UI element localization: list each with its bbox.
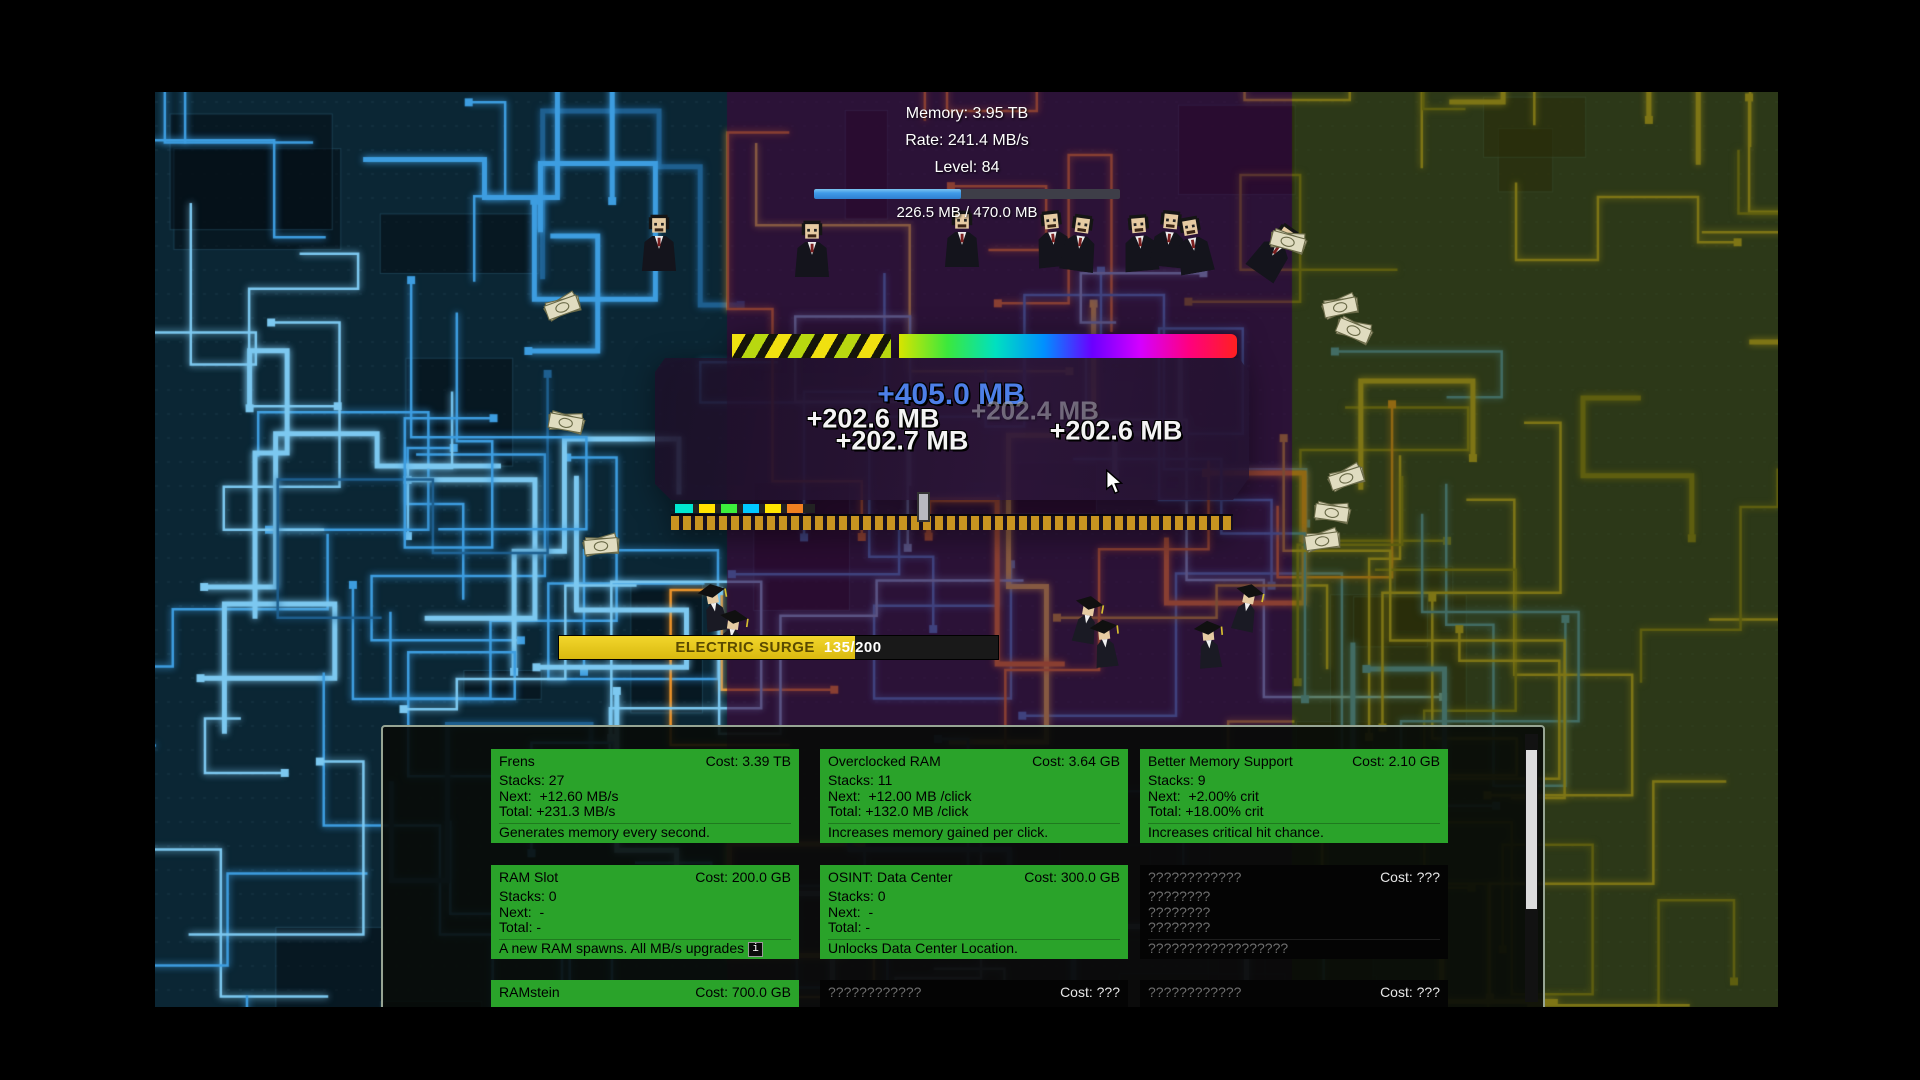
upgrade-card[interactable]: Better Memory Support Cost: 2.10 GB Stac… (1140, 749, 1448, 843)
electric-surge-text: ELECTRIC SURGE 135/200 (559, 636, 998, 659)
upgrade-card[interactable]: RAMstein Cost: 700.0 GB (491, 980, 799, 1007)
upgrade-cost: Cost: 200.0 GB (695, 869, 791, 885)
upgrade-stat-line: Next: +12.00 MB /click (828, 787, 972, 804)
upgrade-stat-line: Total: +231.3 MB/s (499, 803, 616, 819)
upgrade-cost: Cost: 3.39 TB (705, 753, 791, 769)
upgrade-stat-line: Next: +2.00% crit (1148, 787, 1259, 804)
damage-floater: +202.4 MB (971, 395, 1099, 426)
upgrade-name: RAMstein (499, 984, 560, 1000)
upgrade-description: Generates memory every second. (499, 823, 791, 841)
electric-surge-label: ELECTRIC SURGE (675, 639, 815, 656)
damage-floater: +202.6 MB (1049, 415, 1183, 446)
upgrade-stat-line: Total: - (828, 919, 871, 935)
upgrade-stats: ???????????????????????? (1148, 888, 1440, 936)
upgrade-cost: Cost: 300.0 GB (1024, 869, 1120, 885)
upgrade-cost: Cost: 2.10 GB (1352, 753, 1440, 769)
upgrade-card-head: ???????????? Cost: ??? (1148, 867, 1440, 887)
upgrade-card-head: RAMstein Cost: 700.0 GB (499, 982, 791, 1002)
upgrade-stat-line: ???????? (1148, 919, 1211, 935)
upgrade-stat-line: Stacks: 0 (499, 888, 557, 904)
upgrade-stat-line: Next: - (828, 903, 874, 920)
ram-body (655, 358, 1249, 500)
upgrade-card[interactable]: Overclocked RAM Cost: 3.64 GB Stacks: 11… (820, 749, 1128, 843)
upgrade-stat-line: Stacks: 0 (828, 888, 886, 904)
upgrade-card[interactable]: OSINT: Data Center Cost: 300.0 GB Stacks… (820, 865, 1128, 959)
upgrade-name: Frens (499, 753, 535, 769)
upgrade-cost: Cost: ??? (1060, 984, 1120, 1000)
upgrade-name: ???????????? (1148, 869, 1242, 885)
upgrade-name: Overclocked RAM (828, 753, 941, 769)
upgrade-card-head: Frens Cost: 3.39 TB (499, 751, 791, 771)
upgrade-stat-line: Total: - (499, 919, 542, 935)
electric-surge-fill (559, 636, 856, 659)
level-counter: Level: 84 (934, 159, 1000, 176)
upgrade-cost: Cost: ??? (1380, 984, 1440, 1000)
upgrade-stat-line: Stacks: 9 (1148, 772, 1206, 788)
pin-row (671, 514, 1233, 530)
upgrade-description: Increases critical hit chance. (1148, 823, 1440, 841)
upgrade-card-head: ???????????? Cost: ??? (828, 982, 1120, 1002)
upgrade-card[interactable]: ???????????? Cost: ??? (820, 980, 1128, 1007)
upgrade-cost: Cost: 3.64 GB (1032, 753, 1120, 769)
upgrade-stat-line: ???????? (1148, 888, 1211, 904)
damage-floater: +405.0 MB (877, 378, 1025, 411)
rgb-strip (899, 334, 1237, 358)
upgrade-name: RAM Slot (499, 869, 559, 885)
upgrade-stat-line: Stacks: 27 (499, 772, 565, 788)
upgrade-cost: Cost: ??? (1380, 869, 1440, 885)
upgrade-stat-line: ???????? (1148, 903, 1211, 920)
info-badge-icon[interactable]: i (748, 941, 764, 957)
upgrade-card[interactable]: ???????????? Cost: ??? (1140, 980, 1448, 1007)
shop-scrollbar[interactable] (1525, 734, 1538, 1002)
upgrade-name: ???????????? (828, 984, 922, 1000)
upgrade-card-head: OSINT: Data Center Cost: 300.0 GB (828, 867, 1120, 887)
electric-surge-bar: ELECTRIC SURGE 135/200 (558, 635, 999, 660)
upgrade-name: ???????????? (1148, 984, 1242, 1000)
upgrade-card-head: Overclocked RAM Cost: 3.64 GB (828, 751, 1120, 771)
xp-fill (814, 189, 961, 199)
upgrade-stat-line: Next: +12.60 MB/s (499, 787, 619, 804)
upgrade-cost: Cost: 700.0 GB (695, 984, 791, 1000)
upgrade-stat-line: Stacks: 11 (828, 772, 893, 788)
rate-counter: Rate: 241.4 MB/s (905, 132, 1029, 149)
mouse-cursor-icon (1106, 469, 1124, 495)
ram-stick[interactable] (655, 332, 1249, 534)
hazard-stripes (732, 334, 891, 358)
upgrade-card-head: ???????????? Cost: ??? (1148, 982, 1440, 1002)
damage-floater: +202.6 MB (806, 403, 940, 434)
memory-counter: Memory: 3.95 TB (905, 105, 1029, 122)
xp-progress-text: 226.5 MB / 470.0 MB (896, 204, 1038, 221)
upgrade-stat-line: Total: +132.0 MB /click (828, 803, 969, 819)
upgrade-description: Increases memory gained per click. (828, 823, 1120, 841)
upgrade-card[interactable]: ???????????? Cost: ??? ?????????????????… (1140, 865, 1448, 959)
upgrade-stat-line: Total: +18.00% crit (1148, 803, 1264, 819)
upgrade-name: Better Memory Support (1148, 753, 1293, 769)
led-strip (675, 504, 815, 513)
upgrade-card-head: RAM Slot Cost: 200.0 GB (499, 867, 791, 887)
upgrade-description: ?????????????????? (1148, 939, 1440, 957)
upgrade-stat-line: Next: - (499, 903, 545, 920)
shop-scrollbar-thumb[interactable] (1526, 750, 1537, 909)
upgrade-card-head: Better Memory Support Cost: 2.10 GB (1148, 751, 1440, 771)
xp-progress-bar (814, 189, 1120, 199)
ram-clip (917, 492, 930, 522)
upgrade-name: OSINT: Data Center (828, 869, 953, 885)
damage-floater: +202.7 MB (835, 425, 969, 456)
electric-surge-value: 135/200 (823, 639, 882, 656)
upgrade-description: Unlocks Data Center Location. (828, 939, 1120, 957)
game-viewport[interactable]: Memory: 3.95 TB Rate: 241.4 MB/s Level: … (155, 92, 1778, 1007)
